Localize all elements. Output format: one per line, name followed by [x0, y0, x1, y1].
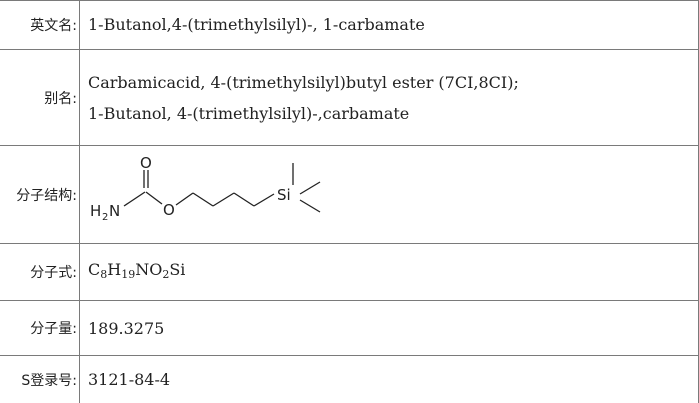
cas-number: 3121-84-4	[88, 370, 171, 389]
value-alias: Carbamicacid, 4-(trimethylsilyl)butyl es…	[88, 50, 695, 145]
row-structure: 分子结构:	[0, 146, 699, 244]
value-formula: C8H19NO2Si	[88, 244, 695, 300]
formula-h: H	[107, 260, 122, 279]
row-alias: 别名: Carbamicacid, 4-(trimethylsilyl)buty…	[0, 50, 699, 146]
alias-line-2: 1-Butanol, 4-(trimethylsilyl)-,carbamate	[88, 103, 410, 123]
atom-oxygen-ester: O	[163, 201, 175, 219]
label-structure: 分子结构:	[0, 146, 80, 243]
label-weight: 分子量:	[0, 301, 80, 355]
value-cas: 3121-84-4	[88, 356, 695, 403]
atom-oxygen-top: O	[140, 154, 152, 172]
alias-line-1: Carbamicacid, 4-(trimethylsilyl)butyl es…	[88, 72, 519, 92]
molecular-formula: C8H19NO2Si	[88, 254, 695, 290]
value-structure: O H 2 N O Si	[88, 146, 695, 243]
atom-amine-n: N	[109, 202, 120, 220]
formula-no: NO	[135, 260, 163, 279]
atom-amine-sub: 2	[102, 212, 108, 223]
label-cas: S登录号:	[0, 356, 80, 403]
molecular-weight: 189.3275	[88, 318, 165, 338]
row-weight: 分子量: 189.3275	[0, 301, 699, 356]
row-formula: 分子式: C8H19NO2Si	[0, 244, 699, 301]
molecule-structure-image: O H 2 N O Si	[90, 154, 321, 223]
formula-c-count: 8	[100, 268, 108, 281]
row-cas: S登录号: 3121-84-4	[0, 356, 699, 403]
value-english-name: 1-Butanol,4-(trimethylsilyl)-, 1-carbama…	[88, 0, 695, 49]
formula-c: C	[88, 260, 101, 279]
label-formula: 分子式:	[0, 244, 80, 300]
atom-amine-h: H	[90, 202, 101, 220]
english-name-text: 1-Butanol,4-(trimethylsilyl)-, 1-carbama…	[88, 15, 425, 34]
atom-silicon: Si	[277, 186, 291, 204]
formula-o-count: 2	[162, 268, 170, 281]
formula-si: Si	[169, 260, 186, 279]
label-english-name: 英文名:	[0, 0, 80, 49]
row-english-name: 英文名: 1-Butanol,4-(trimethylsilyl)-, 1-ca…	[0, 0, 699, 50]
table-top-border	[0, 0, 699, 1]
formula-h-count: 19	[121, 268, 136, 281]
label-alias: 别名:	[0, 50, 80, 145]
value-weight: 189.3275	[88, 301, 695, 355]
